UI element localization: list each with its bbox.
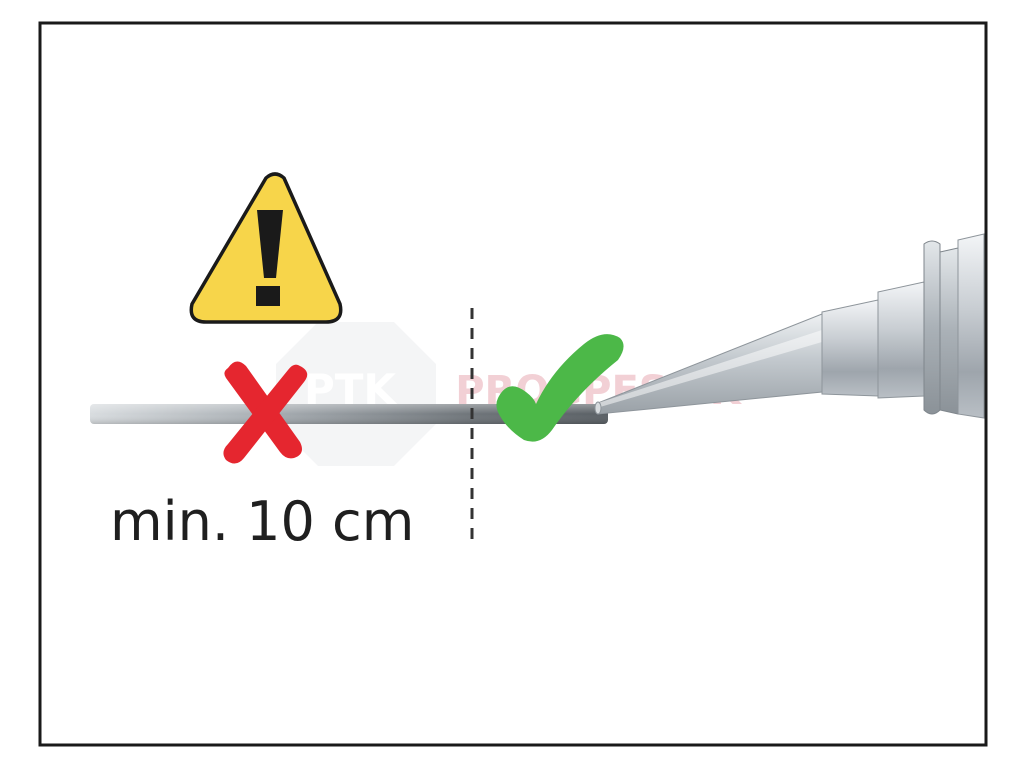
warning-triangle-icon [189, 172, 343, 324]
watermark-shield [276, 322, 436, 466]
bead-shade [90, 404, 608, 424]
cross-icon [223, 361, 308, 464]
min-distance-label: min. 10 cm [110, 490, 414, 553]
cartridge-nozzle-icon [594, 233, 985, 419]
check-icon [496, 334, 624, 442]
sealant-bead [90, 404, 608, 424]
